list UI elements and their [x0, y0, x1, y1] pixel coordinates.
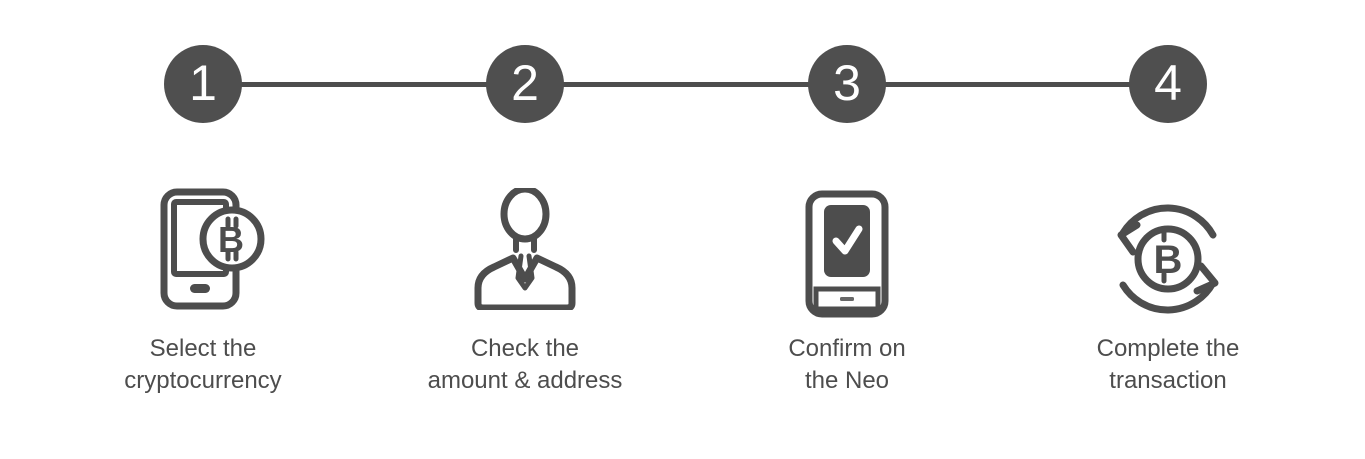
step-1: 1 B Select the cryptocurrency	[63, 0, 343, 459]
label-line-2: amount & address	[427, 367, 623, 394]
step-4: 4 B Complete the transaction	[1028, 0, 1308, 459]
step-number: 2	[511, 55, 539, 111]
step-1-number-badge: 1	[164, 45, 242, 123]
step-3-number-badge: 3	[808, 45, 886, 123]
step-4-label: Complete the transaction	[1028, 333, 1308, 397]
label-line-2: cryptocurrency	[124, 367, 282, 394]
label-line-1: Confirm on	[788, 335, 906, 362]
label-line-1: Select the	[149, 335, 257, 362]
step-4-number-badge: 4	[1129, 45, 1207, 123]
bitcoin-cycle-icon: B	[1112, 197, 1224, 321]
device-checkmark-icon	[805, 190, 889, 318]
svg-text:B: B	[1154, 238, 1183, 282]
step-number: 4	[1154, 55, 1182, 111]
step-3-label: Confirm on the Neo	[707, 333, 987, 397]
step-2: 2 Check the amount & address	[385, 0, 665, 459]
step-number: 3	[833, 55, 861, 111]
label-line-1: Complete the	[1096, 335, 1240, 362]
label-line-2: the Neo	[804, 367, 890, 394]
step-3: 3 Confirm on the Neo	[707, 0, 987, 459]
step-number: 1	[189, 55, 217, 111]
label-line-1: Check the	[470, 335, 580, 362]
person-suit-icon	[473, 188, 577, 310]
progress-line	[203, 82, 1168, 87]
phone-bitcoin-icon: B	[160, 188, 266, 310]
step-2-number-badge: 2	[486, 45, 564, 123]
step-1-label: Select the cryptocurrency	[63, 333, 343, 397]
label-line-2: transaction	[1109, 367, 1227, 394]
step-2-label: Check the amount & address	[385, 333, 665, 397]
svg-text:B: B	[218, 219, 244, 260]
